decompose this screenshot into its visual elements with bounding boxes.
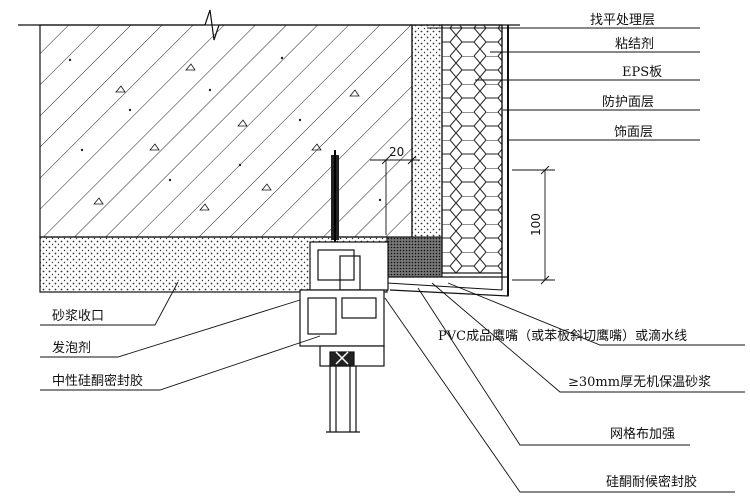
label-leveling-layer: 找平处理层 — [590, 13, 655, 28]
left-leaders — [40, 281, 321, 391]
label-neutral-silicone-sealant: 中性硅酮密封胶 — [52, 373, 143, 389]
label-eps-board: EPS板 — [622, 65, 662, 80]
label-adhesive: 粘结剂 — [615, 37, 654, 52]
dimension-gap — [370, 150, 420, 235]
dimension-gap-label: 20 — [389, 145, 404, 159]
label-mortar-edge: 砂浆收口 — [52, 309, 104, 324]
concrete-wall — [39, 24, 413, 238]
eps-board — [441, 24, 503, 274]
dimension-height — [512, 165, 555, 285]
anchor-bolt — [331, 150, 339, 245]
bottom-right-leaders — [384, 282, 745, 493]
label-pvc-drip-nose: PVC成品鹰嘴（或苯板斜切鹰嘴）或滴水线 — [438, 328, 687, 344]
label-mesh-reinforcement: 网格布加强 — [610, 426, 675, 442]
label-protective-layer: 防护面层 — [602, 94, 654, 110]
label-inorganic-insulation-mortar: ≥30mm厚无机保温砂浆 — [568, 375, 711, 390]
label-finish-layer: 饰面层 — [614, 125, 653, 140]
dimension-height-label: 100 — [529, 213, 543, 236]
drip-edge — [386, 276, 509, 297]
right-leaders — [427, 27, 700, 141]
label-foaming-agent: 发泡剂 — [52, 340, 91, 356]
insulation-mortar-block — [386, 236, 443, 278]
label-weatherproof-silicone-sealant: 硅酮耐候密封胶 — [606, 474, 697, 490]
window-frame — [299, 241, 389, 367]
leveling-layer — [411, 24, 443, 274]
window-glazing — [326, 366, 360, 433]
